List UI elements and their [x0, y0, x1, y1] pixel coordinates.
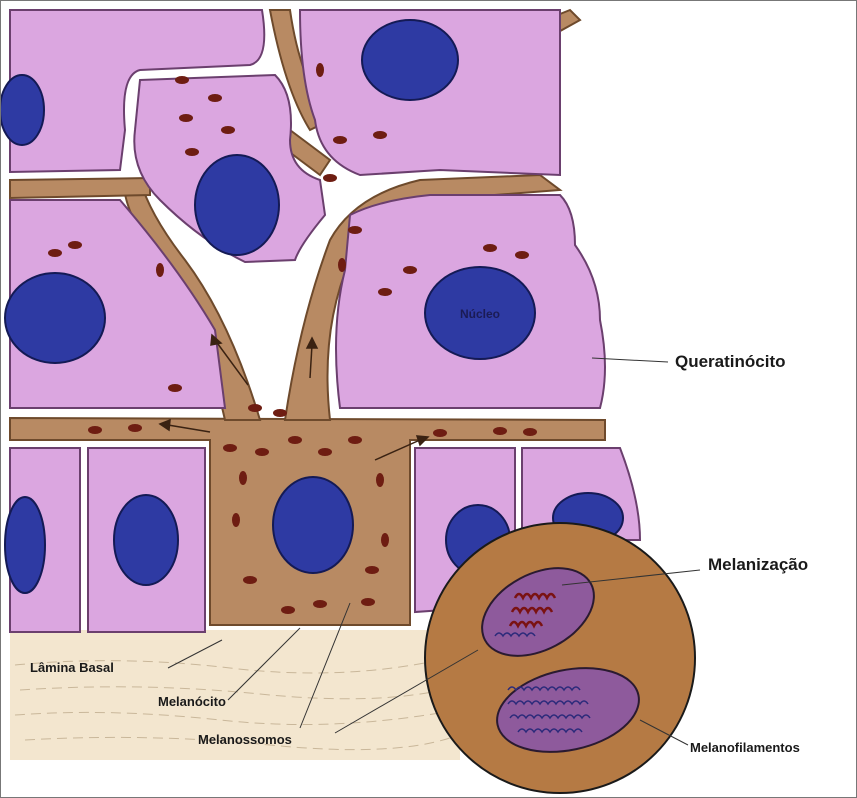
nucleus-label: Núcleo	[460, 307, 500, 321]
melanization-label: Melanização	[708, 555, 808, 574]
basal-lamina-label: Lâmina Basal	[30, 660, 114, 675]
melanosomes-label: Melanossomos	[198, 732, 292, 747]
nucleus	[273, 477, 353, 573]
melanosome-inset	[425, 523, 695, 793]
nucleus	[195, 155, 279, 255]
nucleus	[5, 497, 45, 593]
nucleus	[0, 75, 44, 145]
nucleus	[114, 495, 178, 585]
melanocyte-label: Melanócito	[158, 694, 226, 709]
nucleus	[5, 273, 105, 363]
melanofilaments-label: Melanofilamentos	[690, 740, 800, 755]
nucleus	[362, 20, 458, 100]
keratinocyte-label: Queratinócito	[675, 352, 786, 371]
